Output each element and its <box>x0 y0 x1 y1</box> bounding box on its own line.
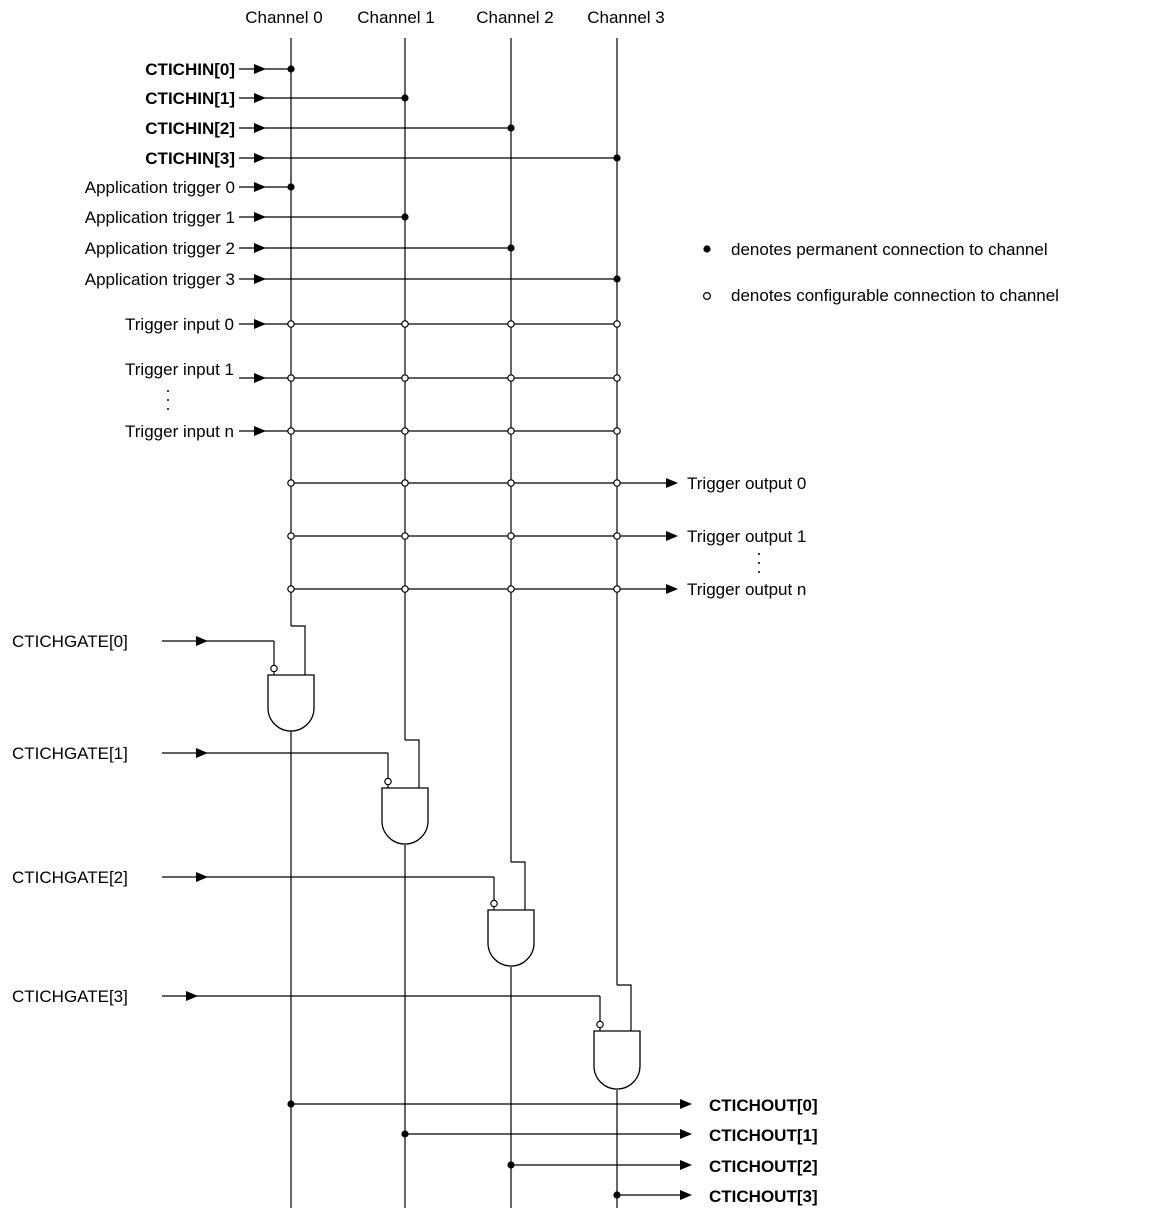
inverter-bubble-icon <box>490 899 498 908</box>
ctichgate-3-label: CTICHGATE[3] <box>12 987 128 1006</box>
legend-open-dot-icon <box>702 292 711 301</box>
trigger-input-n-label: Trigger input n <box>125 422 234 441</box>
arrow-icon <box>254 426 266 436</box>
arrow-icon <box>254 153 266 163</box>
channel-header-2: Channel 2 <box>476 8 554 27</box>
permanent-connection-dot <box>613 275 621 283</box>
ctichin-2-label: CTICHIN[2] <box>145 119 235 138</box>
arrow-icon <box>666 531 678 541</box>
arrow-icon <box>254 319 266 329</box>
gate-0: CTICHGATE[0] <box>12 625 315 732</box>
permanent-connection-dot <box>613 154 621 162</box>
channel-header-3: Channel 3 <box>587 8 665 27</box>
ctichin-3-label: CTICHIN[3] <box>145 149 235 168</box>
arrow-icon <box>196 872 208 882</box>
arrow-icon <box>254 274 266 284</box>
permanent-connection-dot <box>507 244 515 252</box>
permanent-connection-dot <box>287 65 295 73</box>
arrow-icon <box>196 748 208 758</box>
inverter-bubble-icon <box>596 1020 604 1029</box>
ctichout-0-label: CTICHOUT[0] <box>709 1096 818 1115</box>
gate-3: CTICHGATE[3] <box>12 984 641 1090</box>
ctichgate-0-label: CTICHGATE[0] <box>12 632 128 651</box>
trigger-inputs: Trigger input 0 Trigger input 1 Trigger … <box>125 315 617 441</box>
trigger-input-0-label: Trigger input 0 <box>125 315 234 334</box>
ctichout-1-label: CTICHOUT[1] <box>709 1126 818 1145</box>
ctichgate-1-label: CTICHGATE[1] <box>12 744 128 763</box>
permanent-connection-dot <box>401 213 409 221</box>
trigger-input-1-label: Trigger input 1 <box>125 360 234 379</box>
app-trigger-1-label: Application trigger 1 <box>85 208 235 227</box>
arrow-icon <box>254 123 266 133</box>
inverter-bubble-icon <box>270 664 278 673</box>
app-trigger-3-label: Application trigger 3 <box>85 270 235 289</box>
arrow-icon <box>254 64 266 74</box>
channel-lines <box>290 38 618 1208</box>
and-gate-icon <box>593 1030 641 1090</box>
application-triggers: Application trigger 0 Application trigge… <box>85 178 621 289</box>
ctichin-1-label: CTICHIN[1] <box>145 89 235 108</box>
ellipsis-icon <box>758 553 760 573</box>
trigger-output-1-label: Trigger output 1 <box>687 527 806 546</box>
and-gate-icon <box>381 787 429 845</box>
trigger-output-n-label: Trigger output n <box>687 580 806 599</box>
and-gate-icon <box>267 674 315 732</box>
ctichin-inputs: CTICHIN[0] CTICHIN[1] CTICHIN[2] CTICHIN… <box>145 60 621 168</box>
trigger-outputs: Trigger output 0 Trigger output 1 Trigge… <box>291 474 806 599</box>
permanent-connection-dot <box>507 124 515 132</box>
arrow-icon <box>196 636 208 646</box>
arrow-icon <box>666 584 678 594</box>
gate-2: CTICHGATE[2] <box>12 861 535 967</box>
arrow-icon <box>680 1129 692 1139</box>
ctichgate-2-label: CTICHGATE[2] <box>12 868 128 887</box>
ctichin-0-label: CTICHIN[0] <box>145 60 235 79</box>
gate-1: CTICHGATE[1] <box>12 739 429 845</box>
configurable-connection-dots <box>287 320 621 593</box>
arrow-icon <box>666 478 678 488</box>
ctichout-outputs: CTICHOUT[0] CTICHOUT[1] CTICHOUT[2] CTIC… <box>287 1096 818 1206</box>
arrow-icon <box>680 1190 692 1200</box>
trigger-output-0-label: Trigger output 0 <box>687 474 806 493</box>
and-gate-icon <box>487 909 535 967</box>
ctichout-2-label: CTICHOUT[2] <box>709 1157 818 1176</box>
channel-header-0: Channel 0 <box>245 8 323 27</box>
arrow-icon <box>254 93 266 103</box>
legend-configurable-text: denotes configurable connection to chann… <box>731 286 1059 305</box>
legend-permanent-text: denotes permanent connection to channel <box>731 240 1048 259</box>
app-trigger-2-label: Application trigger 2 <box>85 239 235 258</box>
channel-header-1: Channel 1 <box>357 8 435 27</box>
inverter-bubble-icon <box>384 777 392 786</box>
permanent-connection-dot <box>287 183 295 191</box>
app-trigger-0-label: Application trigger 0 <box>85 178 235 197</box>
arrow-icon <box>254 243 266 253</box>
arrow-icon <box>680 1099 692 1109</box>
arrow-icon <box>254 373 266 383</box>
legend-filled-dot-icon <box>703 245 711 253</box>
arrow-icon <box>254 212 266 222</box>
permanent-connection-dot <box>401 94 409 102</box>
arrow-icon <box>680 1160 692 1170</box>
arrow-icon <box>254 182 266 192</box>
arrow-icon <box>186 991 198 1001</box>
ellipsis-icon <box>167 390 169 410</box>
ctichout-3-label: CTICHOUT[3] <box>709 1187 818 1206</box>
legend: denotes permanent connection to channel … <box>702 240 1059 305</box>
